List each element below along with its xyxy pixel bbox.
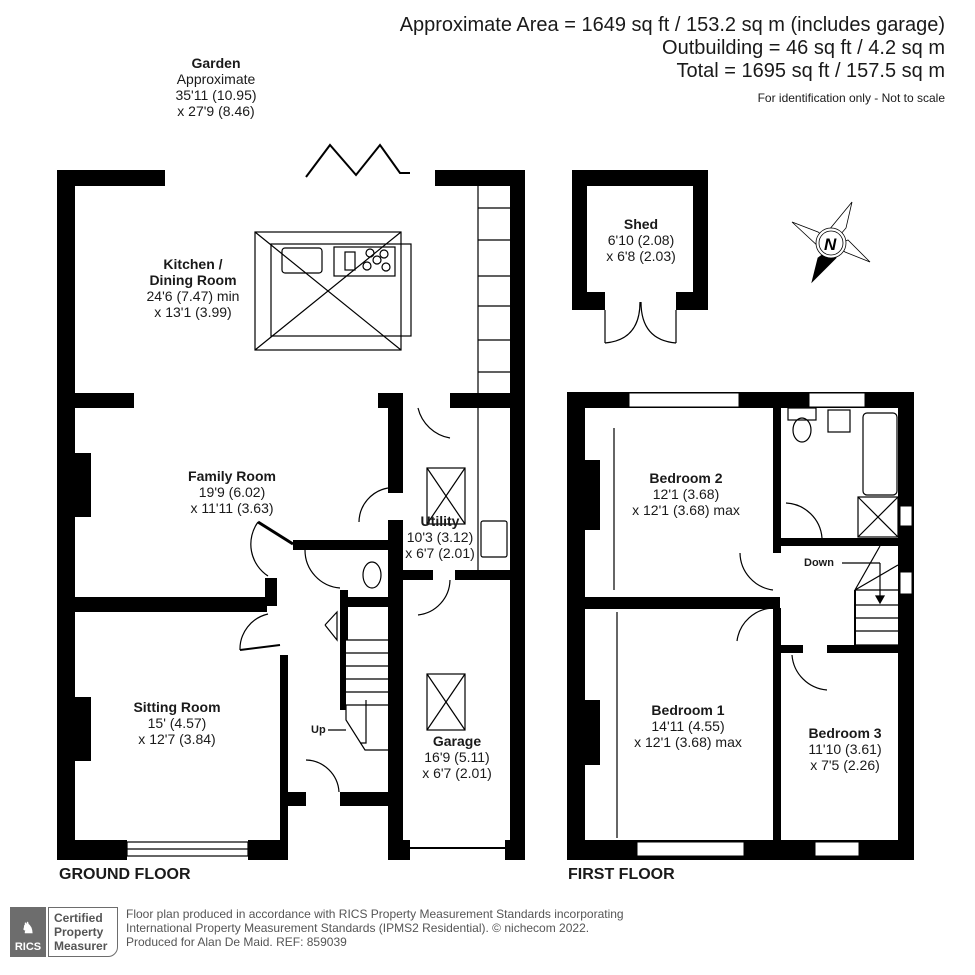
first-floor-windows	[628, 392, 913, 857]
room-name-2: Dining Room	[149, 272, 237, 288]
room-dim1: 16'9 (5.11)	[424, 749, 490, 765]
room-name: Sitting Room	[133, 699, 221, 715]
room-name: Bedroom 2	[649, 470, 723, 486]
room-name: Garage	[432, 733, 482, 749]
room-dim2: x 12'7 (3.84)	[138, 731, 216, 747]
room-dim1: 11'10 (3.61)	[808, 741, 882, 757]
badge-line-2: Property	[54, 925, 104, 939]
shed-doors	[604, 301, 677, 344]
footer-line-1: Floor plan produced in accordance with R…	[126, 907, 624, 921]
room-dim2: x 6'8 (2.03)	[606, 248, 676, 264]
room-name: Utility	[420, 513, 460, 529]
room-label-bedroom-3: Bedroom 3 11'10 (3.61) x 7'5 (2.26)	[808, 725, 881, 773]
room-label-family-room: Family Room 19'9 (6.02) x 11'11 (3.63)	[188, 468, 276, 516]
garden-dim2: x 27'9 (8.46)	[177, 103, 255, 119]
badge-line-1: Certified	[54, 911, 103, 925]
garden-approx: Approximate	[176, 71, 256, 87]
approx-area-text: Approximate Area = 1649 sq ft / 153.2 sq…	[399, 14, 945, 36]
north-compass-icon: N	[791, 201, 871, 284]
first-floor-title: FIRST FLOOR	[568, 866, 675, 883]
ground-floor-title: GROUND FLOOR	[59, 866, 191, 883]
lion-icon: ♞	[21, 920, 35, 937]
room-dim1: 12'1 (3.68)	[652, 486, 720, 502]
rics-logo-text: RICS	[14, 941, 42, 953]
room-dim2: x 11'11 (3.63)	[190, 500, 274, 516]
room-dim2: x 6'7 (2.01)	[422, 765, 492, 781]
room-label-bedroom-1: Bedroom 1 14'11 (4.55) x 12'1 (3.68) max	[634, 702, 742, 750]
room-label-kitchen: Kitchen / Dining Room 24'6 (7.47) min x …	[147, 256, 240, 320]
area-summary: Approximate Area = 1649 sq ft / 153.2 sq…	[400, 14, 945, 105]
ground-floor-fixtures	[126, 143, 510, 857]
room-dim1: 19'9 (6.02)	[198, 484, 266, 500]
shed-walls	[572, 170, 708, 310]
first-floor-fixtures	[613, 407, 899, 838]
certified-measurer-badge: Certified Property Measurer	[48, 907, 118, 957]
footer-line-3: Produced for Alan De Maid. REF: 859039	[126, 935, 347, 949]
room-dim2: x 12'1 (3.68) max	[634, 734, 742, 750]
first-floor-walls	[567, 392, 914, 860]
footer: ♞ RICS Certified Property Measurer Floor…	[10, 907, 624, 957]
room-dim1: 15' (4.57)	[147, 715, 207, 731]
footer-line-2: International Property Measurement Stand…	[126, 921, 590, 935]
svg-text:N: N	[824, 235, 837, 254]
room-dim1: 14'11 (4.55)	[651, 718, 725, 734]
room-name: Kitchen /	[163, 256, 223, 272]
room-dim1: 10'3 (3.12)	[406, 529, 474, 545]
room-dim2: x 12'1 (3.68) max	[632, 502, 740, 518]
room-label-bedroom-2: Bedroom 2 12'1 (3.68) x 12'1 (3.68) max	[632, 470, 740, 518]
room-dim2: x 13'1 (3.99)	[154, 304, 232, 320]
room-label-utility: Utility 10'3 (3.12) x 6'7 (2.01)	[405, 513, 475, 561]
room-name: Family Room	[188, 468, 276, 484]
room-label-sitting-room: Sitting Room 15' (4.57) x 12'7 (3.84)	[133, 699, 220, 747]
ground-floor-walls	[57, 170, 525, 860]
rics-logo: ♞ RICS	[10, 907, 46, 957]
garden-name: Garden	[191, 55, 241, 71]
room-label-garage: Garage 16'9 (5.11) x 6'7 (2.01)	[422, 733, 492, 781]
room-label-shed: Shed 6'10 (2.08) x 6'8 (2.03)	[606, 216, 676, 264]
total-area-text: Total = 1695 sq ft / 157.5 sq m	[676, 60, 946, 82]
badge-line-3: Measurer	[54, 939, 108, 953]
room-dim2: x 6'7 (2.01)	[405, 545, 475, 561]
footer-text: Floor plan produced in accordance with R…	[126, 907, 624, 949]
room-dim1: 6'10 (2.08)	[607, 232, 675, 248]
garden-dim1: 35'11 (10.95)	[175, 87, 257, 103]
room-name: Bedroom 1	[651, 702, 725, 718]
outbuilding-area-text: Outbuilding = 46 sq ft / 4.2 sq m	[662, 37, 945, 59]
disclaimer-text: For identification only - Not to scale	[757, 91, 945, 105]
room-dim1: 24'6 (7.47) min	[146, 288, 240, 304]
room-name: Shed	[623, 216, 659, 232]
stairs-down-label: Down	[804, 557, 834, 569]
room-dim2: x 7'5 (2.26)	[810, 757, 880, 773]
stairs-up-label: Up	[311, 724, 326, 736]
garden-label: Garden Approximate 35'11 (10.95) x 27'9 …	[175, 55, 256, 119]
room-name: Bedroom 3	[808, 725, 882, 741]
